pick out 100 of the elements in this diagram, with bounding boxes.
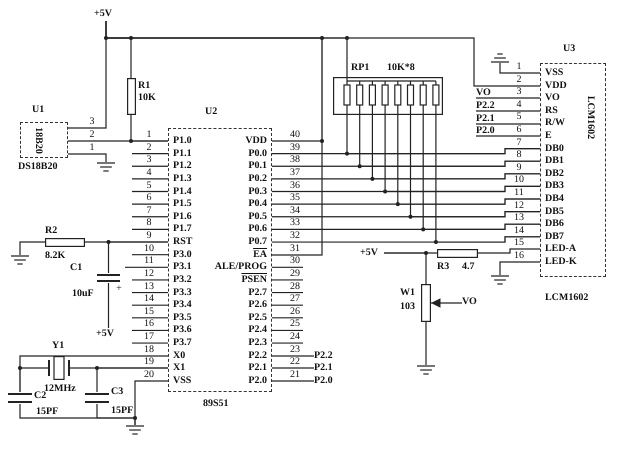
wire bbox=[425, 322, 427, 365]
pin-name: P1.6 bbox=[173, 210, 192, 223]
wire bbox=[410, 115, 540, 218]
pin-name: P0.4 bbox=[248, 198, 267, 210]
pin-number: 1 bbox=[516, 61, 522, 72]
resistor-network-symbol bbox=[333, 77, 443, 115]
pin-number: 2 bbox=[516, 74, 522, 85]
component-label: 15PF bbox=[36, 406, 58, 418]
pin-name: P3.6 bbox=[173, 324, 192, 336]
pin-number: 40 bbox=[289, 129, 301, 140]
component-label: 103 bbox=[400, 301, 415, 313]
pin-number: 3 bbox=[88, 116, 96, 127]
wire bbox=[397, 115, 540, 205]
component-label: 10K bbox=[138, 92, 156, 104]
component-label: DS18B20 bbox=[18, 161, 58, 173]
pin-number: 19 bbox=[143, 356, 155, 368]
component-label: U2 bbox=[205, 106, 218, 118]
pin-number: 7 bbox=[516, 136, 522, 148]
pin-name: P1.0 bbox=[173, 135, 192, 147]
ground-symbol bbox=[491, 52, 509, 63]
wire bbox=[476, 123, 540, 125]
resistor-symbol bbox=[127, 78, 136, 115]
pin-name: P3.5 bbox=[173, 312, 192, 324]
ground-symbol bbox=[491, 275, 509, 286]
pin-name: DB0 bbox=[545, 142, 564, 155]
net-label: VO bbox=[462, 296, 482, 309]
pin-name: P2.6 bbox=[248, 299, 267, 312]
pin-name: DB5 bbox=[545, 206, 564, 218]
pin-number: 22 bbox=[289, 356, 301, 368]
component-label: 15PF bbox=[111, 405, 134, 417]
pin-number: 12 bbox=[143, 268, 155, 279]
net-label: P2.2 bbox=[476, 100, 498, 111]
component-label: LCM1602 bbox=[545, 292, 588, 304]
pin-name: P2.2 bbox=[248, 350, 267, 362]
pin-number: 5 bbox=[516, 111, 522, 122]
pin-number: 36 bbox=[289, 180, 301, 191]
ground-symbol bbox=[126, 425, 144, 436]
pin-number: 4 bbox=[516, 98, 522, 110]
pin-name: LED-K bbox=[545, 256, 577, 268]
resistor-symbol bbox=[437, 249, 478, 258]
pin-number: 33 bbox=[289, 217, 301, 228]
wire bbox=[108, 283, 110, 328]
pin-number: 25 bbox=[289, 318, 301, 330]
pin-name: P3.4 bbox=[173, 299, 192, 312]
chip-marking: 18B20 bbox=[32, 127, 44, 154]
pin-name: P2.4 bbox=[248, 324, 267, 336]
pin-name: EA bbox=[253, 248, 267, 261]
pin-name: VDD bbox=[545, 80, 567, 92]
pin-number: 28 bbox=[289, 280, 301, 292]
pin-name: VSS bbox=[173, 374, 192, 387]
microcontroller-chip bbox=[168, 128, 272, 392]
pin-number: 1 bbox=[88, 142, 96, 153]
pin-name: P3.3 bbox=[173, 286, 192, 299]
power-label: +5V bbox=[360, 247, 384, 260]
pin-name: P2.3 bbox=[248, 337, 267, 350]
pin-number: 4 bbox=[146, 166, 152, 178]
pin-number: 9 bbox=[516, 162, 522, 173]
component-label: C3 bbox=[111, 386, 124, 398]
ground-symbol bbox=[11, 255, 29, 266]
pin-number: 31 bbox=[289, 242, 301, 254]
pin-number: 35 bbox=[289, 192, 301, 204]
pin-name: P0.6 bbox=[248, 223, 267, 236]
net-label: P2.1 bbox=[314, 362, 338, 374]
wire bbox=[108, 241, 168, 273]
component-label: C2 bbox=[34, 390, 46, 402]
pin-number: 29 bbox=[289, 268, 301, 279]
component-label: U1 bbox=[32, 104, 44, 116]
wire bbox=[272, 367, 314, 369]
wire bbox=[476, 97, 540, 99]
wire bbox=[19, 355, 168, 392]
pin-name: RS bbox=[545, 104, 558, 117]
pin-name: P2.5 bbox=[248, 312, 267, 324]
pin-number: 27 bbox=[289, 293, 301, 304]
pin-name: P0.7 bbox=[248, 236, 267, 248]
component-label: 10uF bbox=[72, 288, 94, 300]
pin-number: 6 bbox=[146, 192, 152, 204]
component-label: R3 bbox=[437, 261, 450, 273]
pin-number: 14 bbox=[143, 293, 155, 304]
power-label: +5V bbox=[96, 328, 120, 341]
ground-symbol bbox=[417, 365, 435, 376]
wire bbox=[372, 115, 540, 180]
resistor-symbol bbox=[45, 238, 85, 247]
pin-name: P0.1 bbox=[248, 160, 267, 172]
pin-name: P1.7 bbox=[173, 223, 192, 236]
net-label: P2.1 bbox=[476, 113, 498, 124]
pin-name: P3.2 bbox=[173, 274, 192, 286]
pin-number: 12 bbox=[513, 200, 525, 211]
pin-number: 24 bbox=[289, 331, 301, 342]
capacitor-symbol bbox=[85, 392, 109, 404]
pin-number: 13 bbox=[143, 280, 155, 292]
pin-number: 15 bbox=[513, 237, 525, 248]
wire bbox=[105, 21, 323, 256]
wire bbox=[68, 153, 107, 162]
pin-name: P0.3 bbox=[248, 186, 267, 198]
wire bbox=[359, 115, 540, 167]
wire bbox=[384, 115, 540, 192]
pin-number: 30 bbox=[289, 255, 301, 266]
pin-number: 11 bbox=[143, 255, 155, 266]
arrow bbox=[431, 298, 462, 308]
pin-number: 16 bbox=[143, 318, 155, 330]
